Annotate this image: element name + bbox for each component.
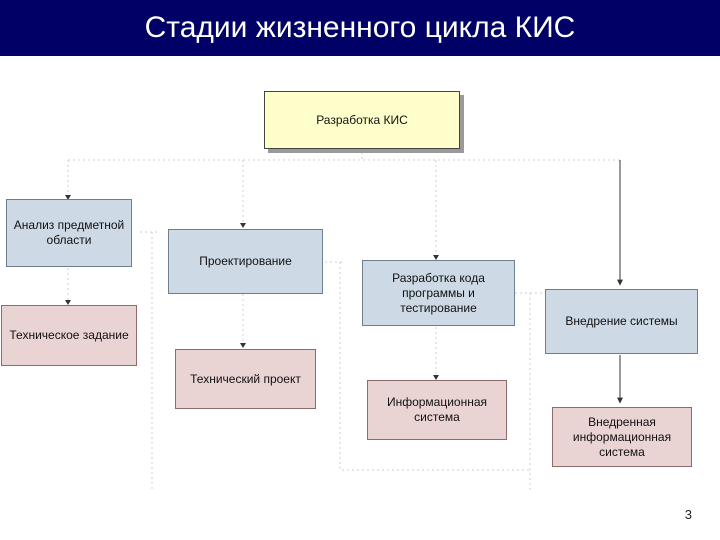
- node-info-system-label: Информационная система: [386, 395, 488, 424]
- node-tech-project: Технический проект: [175, 349, 316, 409]
- arrowhead-analysis: [65, 195, 71, 200]
- node-coding: Разработка кода программы и тестирование: [362, 260, 515, 326]
- arrowhead-techtask: [65, 300, 71, 305]
- arrowhead-design: [240, 223, 246, 228]
- node-deployment: Внедрение системы: [545, 289, 698, 354]
- node-development: Разработка КИС: [264, 91, 460, 149]
- dashed-connectors: [67, 152, 620, 490]
- node-deployment-label: Внедрение системы: [565, 314, 678, 328]
- node-design-label: Проектирование: [199, 254, 292, 268]
- node-tech-task-label: Техническое задание: [9, 328, 129, 342]
- arrowhead-coding: [433, 255, 439, 260]
- node-development-label: Разработка КИС: [316, 112, 408, 127]
- title-bar: Стадии жизненного цикла КИС: [0, 0, 720, 56]
- page-number: 3: [684, 507, 692, 522]
- node-analysis-label: Анализ предметной области: [13, 218, 125, 247]
- node-analysis: Анализ предметной области: [6, 199, 132, 267]
- node-design: Проектирование: [168, 229, 323, 294]
- node-deployed-system: Внедренная информационная система: [552, 407, 692, 467]
- node-tech-task: Техническое задание: [1, 305, 137, 366]
- small-arrowheads: [65, 195, 439, 380]
- node-tech-project-label: Технический проект: [190, 371, 301, 386]
- slide-title: Стадии жизненного цикла КИС: [144, 11, 576, 44]
- node-coding-label: Разработка кода программы и тестирование: [392, 270, 485, 315]
- arrowhead-info: [433, 375, 439, 380]
- arrowhead-project: [240, 343, 246, 348]
- node-info-system: Информационная система: [367, 380, 507, 440]
- node-deployed-system-label: Внедренная информационная система: [572, 414, 672, 459]
